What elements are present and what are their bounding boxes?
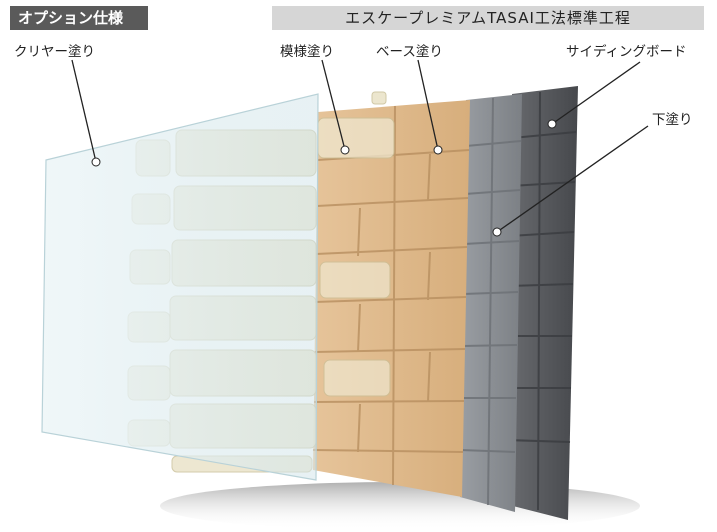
pattern-coat-label: 模様塗り <box>280 44 334 60</box>
undercoat-label: 下塗り <box>652 112 693 128</box>
siding-board-anchor-dot <box>547 119 557 129</box>
siding-board-leader-line <box>551 61 641 125</box>
clear-coat-leader-line <box>71 59 97 163</box>
undercoat-anchor-dot <box>492 227 502 237</box>
undercoat-leader-line <box>496 125 649 233</box>
system-title-bar: エスケープレミアムTASAI工法標準工程 <box>272 6 704 30</box>
clear-coat-anchor-dot <box>91 157 101 167</box>
undercoat-layer <box>459 94 522 512</box>
base-coat-leader-line <box>417 59 439 151</box>
base-coat-anchor-dot <box>433 145 443 155</box>
siding-board-label: サイディングボード <box>566 44 687 60</box>
option-spec-tag: オプション仕様 <box>10 6 148 30</box>
siding-board-layer <box>505 86 578 520</box>
clear-coat-label: クリヤー塗り <box>14 44 95 60</box>
pattern-coat-anchor-dot <box>340 145 350 155</box>
base-coat-label: ベース塗り <box>376 44 443 60</box>
clear-coat-layer <box>41 93 319 481</box>
pattern-coat-leader-line <box>321 59 346 151</box>
